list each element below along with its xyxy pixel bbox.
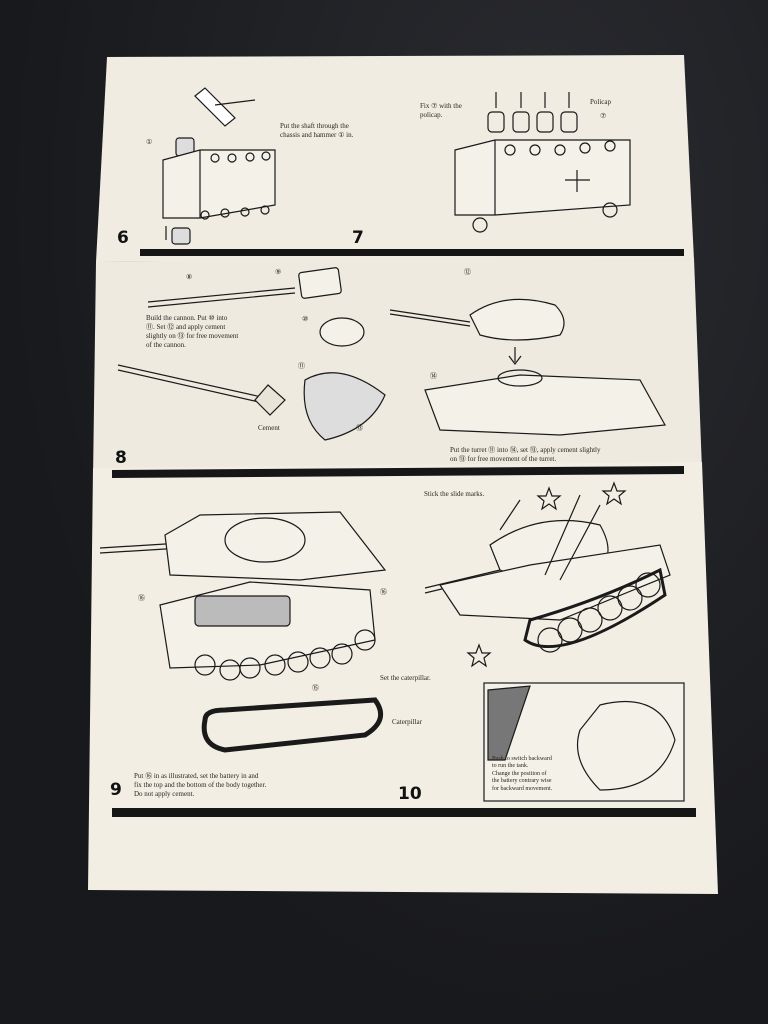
step8-cement-label: Cement bbox=[258, 424, 280, 432]
panel-middle bbox=[93, 258, 702, 478]
step6-instruction: Put the shaft through the chassis and ha… bbox=[280, 122, 354, 139]
step7-instruction: Fix ⑦ with the policap. bbox=[420, 102, 462, 119]
step8-callout-10: ⑩ bbox=[302, 315, 309, 323]
step-number-8: 8 bbox=[115, 448, 127, 468]
step9-callout-16-left: ⑯ bbox=[138, 594, 145, 602]
step8-callout-13: ⑬ bbox=[356, 424, 363, 432]
step8-instruction-cannon: Build the cannon. Put ⑩ into ⑪. Set ⑫ an… bbox=[146, 314, 239, 349]
step7-callout: ⑦ bbox=[600, 112, 607, 120]
step9-instruction: Put ⑯ in as illustrated, set the battery… bbox=[134, 772, 267, 798]
step10-switch-instruction: Push to switch backward to run the tank.… bbox=[492, 756, 553, 792]
step6-chassis-drawing bbox=[162, 87, 276, 245]
step8-callout-12: ⑫ bbox=[464, 268, 471, 276]
divider-bar-2 bbox=[112, 466, 684, 478]
step7-policap-label: Policap bbox=[590, 98, 611, 106]
step9-callout-15: ⑮ bbox=[312, 684, 319, 692]
step9-callout-16-right: ⑯ bbox=[380, 588, 387, 596]
divider-bar-3 bbox=[112, 808, 696, 817]
step9-tank-drawing bbox=[99, 511, 387, 753]
step9-caterpillar-label: Caterpillar bbox=[392, 718, 422, 726]
step-number-10: 10 bbox=[398, 784, 422, 804]
step10-instruction: Stick the slide marks. bbox=[424, 490, 485, 498]
step9-set-caterpillar: Set the caterpillar. bbox=[380, 674, 431, 682]
step-number-6: 6 bbox=[117, 228, 129, 248]
step-number-7: 7 bbox=[352, 228, 364, 248]
step6-callout: ① bbox=[146, 138, 153, 146]
step-number-9: 9 bbox=[110, 780, 122, 800]
step8-callout-11: ⑪ bbox=[298, 362, 305, 370]
step8-turret-drawing bbox=[117, 267, 666, 441]
divider-bar-1 bbox=[140, 249, 684, 256]
step7-chassis-drawing bbox=[454, 92, 631, 233]
step10-tank-drawing bbox=[424, 481, 685, 802]
step8-callout-14: ⑭ bbox=[430, 372, 437, 380]
step8-callout-8: ⑧ bbox=[186, 273, 193, 281]
step8-instruction-turret: Put the turret ⑪ into ⑭, set ⑬, apply ce… bbox=[450, 446, 601, 463]
step8-callout-9: ⑨ bbox=[275, 268, 282, 276]
